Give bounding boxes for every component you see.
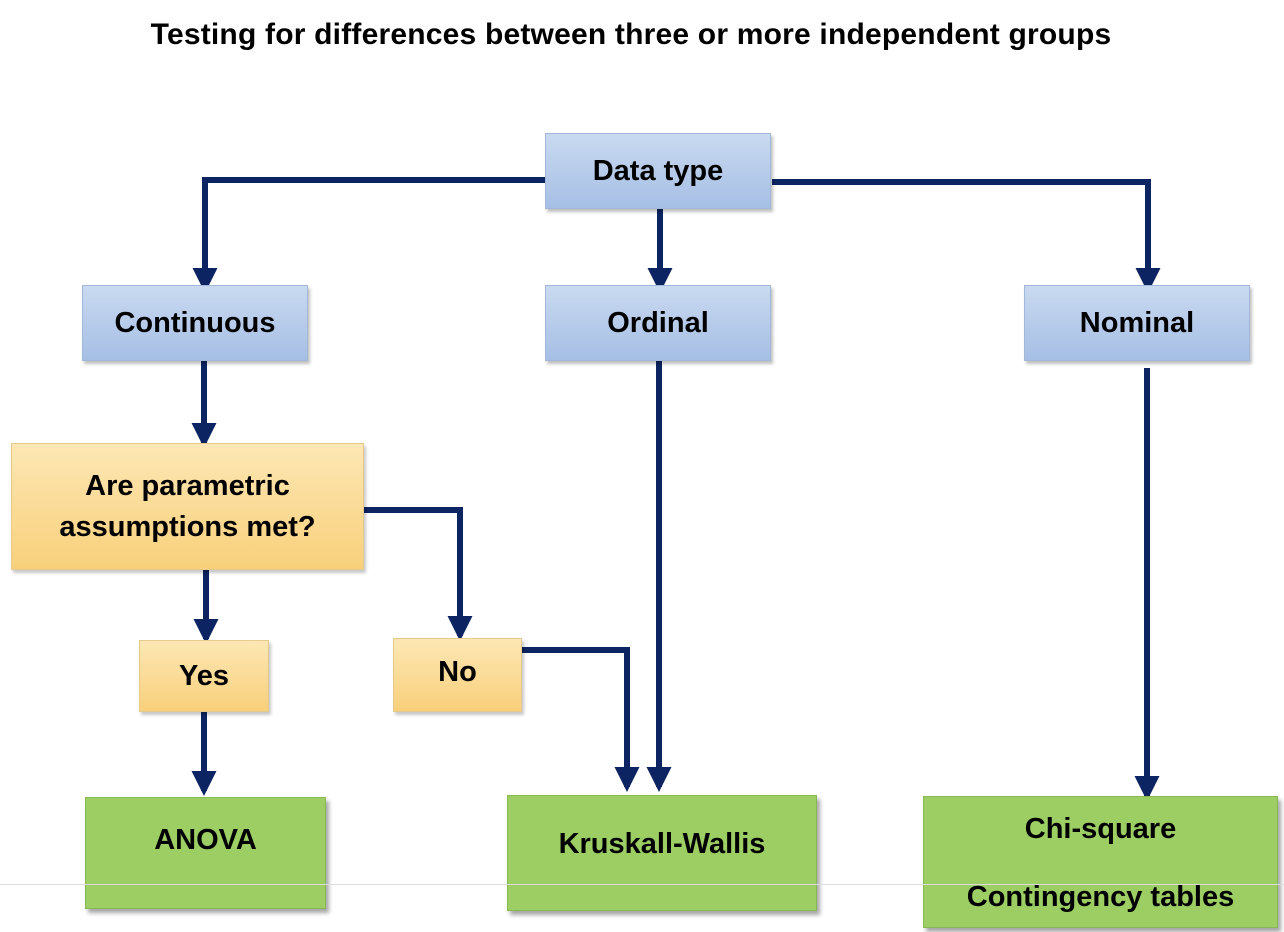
- nominal-node: Nominal: [1024, 285, 1250, 361]
- chi-square-node: Chi-square Contingency tables: [923, 796, 1278, 928]
- arrow-datatype-to-continuous: [192, 177, 546, 294]
- data-type-label: Data type: [592, 154, 724, 187]
- contingency-tables-label: Contingency tables: [966, 880, 1235, 913]
- arrow-question-to-no: [364, 507, 473, 642]
- arrow-datatype-to-nominal: [772, 179, 1161, 294]
- ordinal-node: Ordinal: [545, 285, 771, 361]
- yes-label: Yes: [179, 659, 229, 692]
- chi-square-text-stack: Chi-square Contingency tables: [967, 809, 1235, 917]
- continuous-node: Continuous: [82, 285, 308, 361]
- anova-label: ANOVA: [154, 823, 257, 856]
- yes-node: Yes: [139, 640, 269, 712]
- arrow-no-to-kruskall: [522, 647, 640, 793]
- data-type-node: Data type: [545, 133, 771, 209]
- parametric-question-label: Are parametric assumptions met?: [59, 469, 316, 543]
- nominal-label: Nominal: [1079, 306, 1195, 339]
- anova-node: ANOVA: [85, 797, 326, 909]
- ordinal-label: Ordinal: [607, 306, 709, 339]
- continuous-label: Continuous: [114, 306, 276, 339]
- kruskall-wallis-node: Kruskall-Wallis: [507, 795, 817, 911]
- no-label: No: [438, 655, 477, 688]
- parametric-question-node: Are parametric assumptions met?: [11, 443, 364, 570]
- page-divider: [0, 884, 1284, 885]
- diagram-title: Testing for differences between three or…: [150, 18, 1112, 51]
- kruskall-wallis-label: Kruskall-Wallis: [558, 827, 766, 860]
- chi-square-label: Chi-square: [1024, 813, 1177, 845]
- no-node: No: [393, 638, 522, 712]
